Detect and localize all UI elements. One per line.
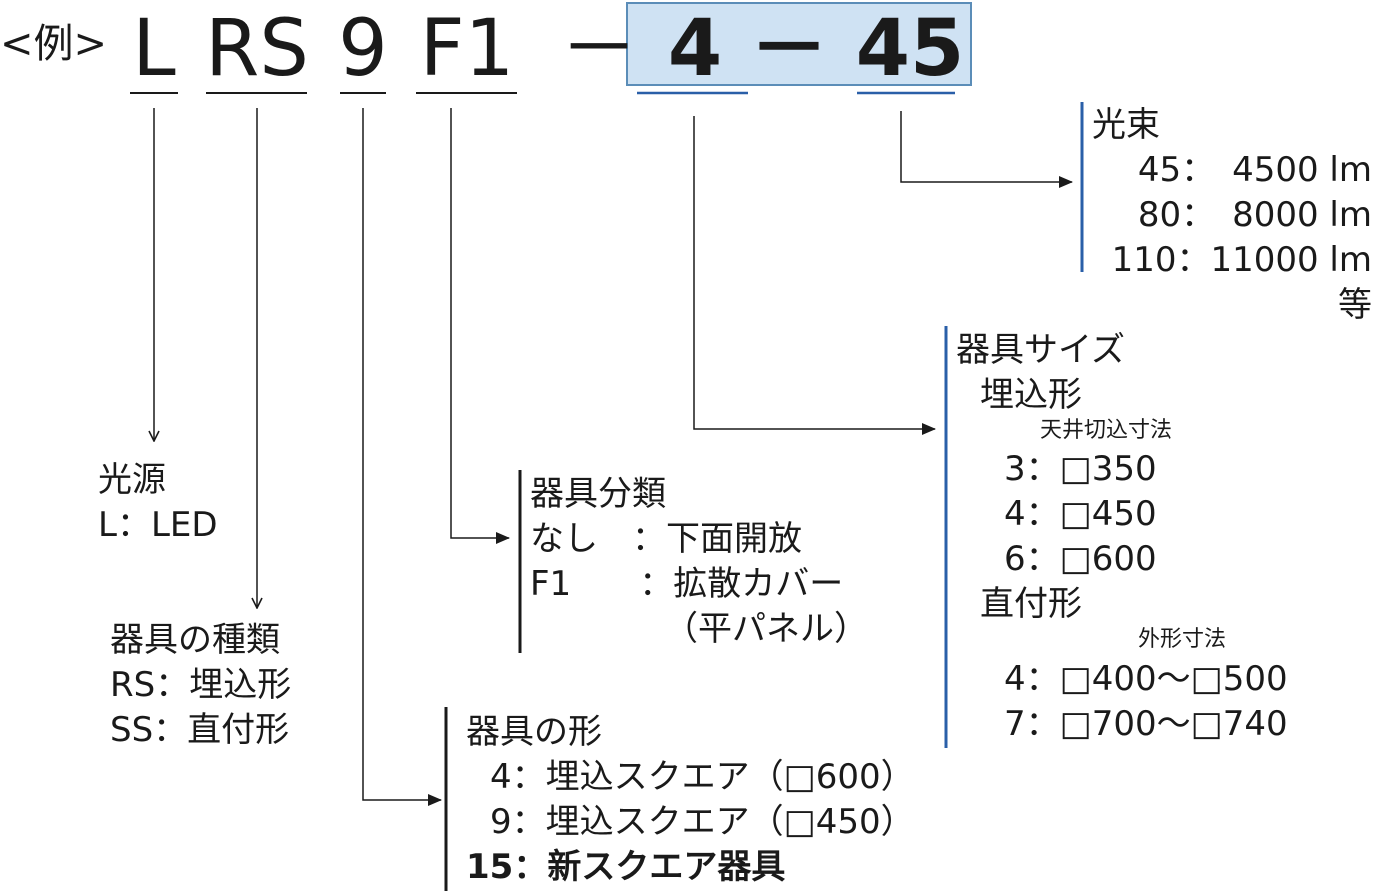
code-dash-2: － xyxy=(750,4,829,94)
luminous-flux-item: 45： 4500 lm xyxy=(1137,150,1372,190)
example-label: <例> xyxy=(0,21,108,67)
fixture-class-title: 器具分類 xyxy=(530,474,666,514)
fixture-size-surface-title: 直付形 xyxy=(980,584,1082,624)
luminous-flux-item: 110：11000 lm xyxy=(1111,240,1372,280)
fixture-size-recessed-item: 6：□600 xyxy=(1004,539,1157,579)
code-fixture-type: RS xyxy=(205,4,309,94)
code-luminous-flux: 45 xyxy=(855,4,965,94)
fixture-size-title: 器具サイズ xyxy=(956,330,1125,370)
fixture-shape-item: 15：新スクエア器具 xyxy=(466,847,786,887)
light-source-title: 光源 xyxy=(98,460,166,500)
fixture-size-recessed-note: 天井切込寸法 xyxy=(1040,418,1173,443)
fixture-shape-item: 9：埋込スクエア（□450） xyxy=(490,802,915,842)
fixture-type-item: SS：直付形 xyxy=(110,710,290,750)
light-source-item: L：LED xyxy=(98,505,218,545)
code-fixture-size: 4 xyxy=(667,4,723,94)
luminous-flux-item: 80： 8000 lm xyxy=(1137,195,1372,235)
fixture-size-recessed-title: 埋込形 xyxy=(980,375,1082,415)
code-dash-1: － xyxy=(560,4,639,94)
fixture-size-surface-item: 4：□400～□500 xyxy=(1004,659,1288,699)
fixture-shape-item: 4：埋込スクエア（□600） xyxy=(490,757,915,797)
luminous-flux-title: 光束 xyxy=(1092,105,1160,145)
code-light-source: L xyxy=(132,4,176,94)
fixture-size-surface-item: 7：□700～□740 xyxy=(1004,704,1288,744)
luminous-flux-etc: 等 xyxy=(1338,285,1372,325)
fixture-class-item: （平パネル） xyxy=(664,609,868,649)
highlight-box xyxy=(626,2,972,86)
fixture-class-item: F1 ：拡散カバー xyxy=(530,564,844,604)
code-fixture-shape: 9 xyxy=(338,4,388,94)
fixture-size-surface-note: 外形寸法 xyxy=(1138,627,1227,652)
fixture-type-title: 器具の種類 xyxy=(110,620,280,660)
fixture-size-recessed-item: 3：□350 xyxy=(1004,449,1157,489)
fixture-shape-title: 器具の形 xyxy=(466,712,602,752)
fixture-class-item: なし ：下面開放 xyxy=(530,519,802,559)
code-fixture-class: F1 xyxy=(419,4,515,94)
fixture-type-item: RS：埋込形 xyxy=(110,665,292,705)
fixture-size-recessed-item: 4：□450 xyxy=(1004,494,1157,534)
